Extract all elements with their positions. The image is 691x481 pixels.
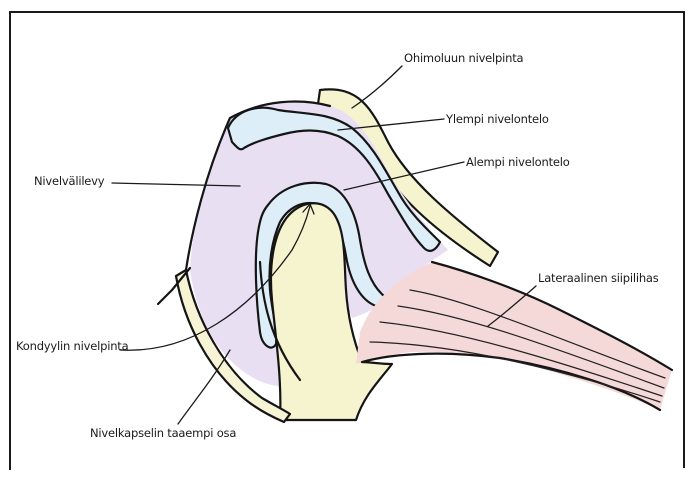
- label-articular-disc: Nivelvälilevy: [34, 174, 105, 188]
- label-upper-joint-cavity: Ylempi nivelontelo: [445, 112, 549, 126]
- label-temporal-articular-surface: Ohimoluun nivelpinta: [404, 51, 523, 65]
- label-condyle-surface: Kondyylin nivelpinta: [16, 339, 128, 353]
- label-posterior-capsule: Nivelkapselin taaempi osa: [90, 426, 236, 440]
- label-lateral-pterygoid: Lateraalinen siipilihas: [538, 271, 659, 285]
- label-lower-joint-cavity: Alempi nivelontelo: [466, 155, 570, 169]
